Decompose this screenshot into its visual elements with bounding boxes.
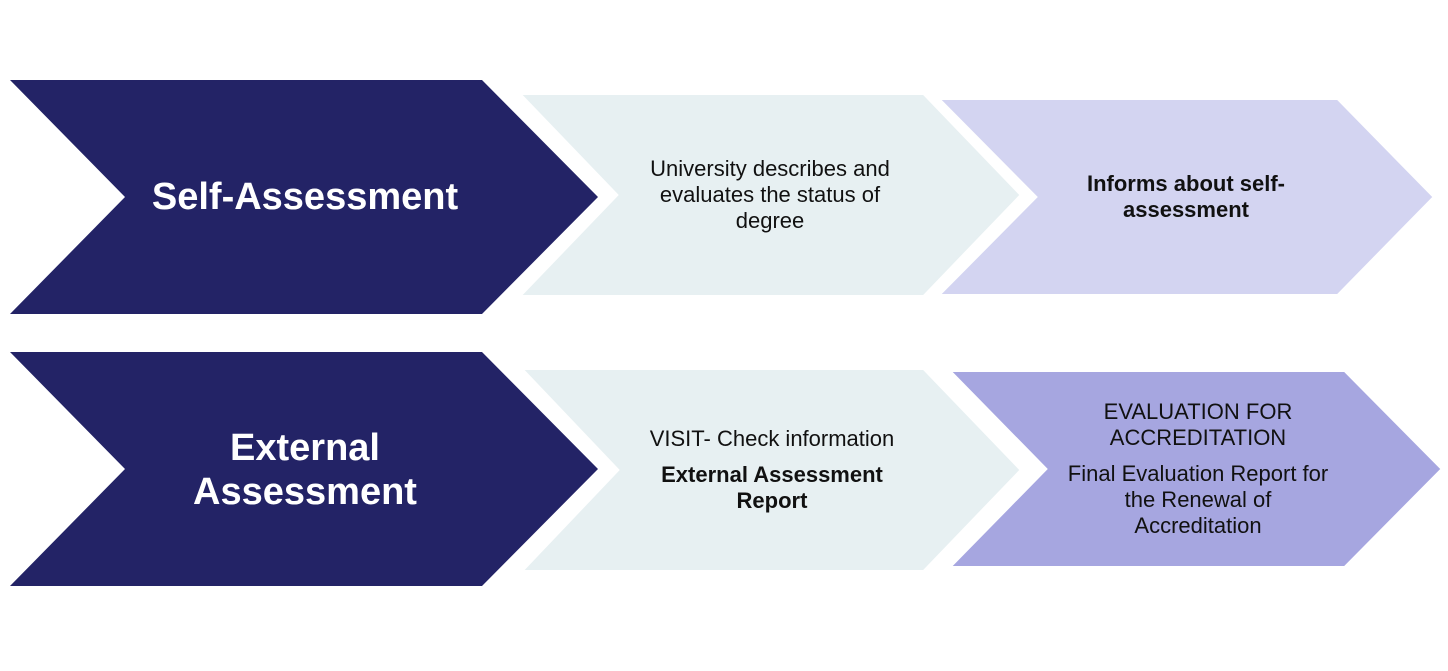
- external-assessment-label: External Assessment: [125, 415, 485, 525]
- external-assessment-title-line1: External: [230, 427, 380, 469]
- self-assessment-description: University describes and evaluates the s…: [628, 140, 912, 250]
- self-assessment-description-text: University describes and evaluates the s…: [650, 156, 890, 233]
- self-assessment-outcome: Informs about self-assessment: [1060, 150, 1312, 244]
- final-evaluation-report-text: Final Evaluation Report for the Renewal …: [1067, 461, 1329, 538]
- external-assessment-title-line2: Assessment: [193, 471, 417, 513]
- external-assessment-chevron: [10, 352, 598, 586]
- self-assessment-label: Self-Assessment: [125, 150, 485, 244]
- self-assessment-description-chevron: [513, 91, 1025, 299]
- visit-check-information-text: VISIT- Check information: [649, 426, 895, 451]
- external-assessment-description-chevron: [515, 366, 1025, 574]
- evaluation-for-accreditation-text: EVALUATION FOR ACCREDITATION: [1103, 399, 1293, 450]
- self-assessment-title: Self-Assessment: [151, 176, 459, 218]
- external-assessment-outcome: EVALUATION FOR ACCREDITATION Final Evalu…: [1060, 393, 1336, 545]
- self-assessment-chevron: [10, 80, 598, 314]
- external-assessment-outcome-chevron: [943, 368, 1446, 570]
- external-assessment-report-text: External Assessment Report: [661, 462, 883, 513]
- external-assessment-description: VISIT- Check information External Assess…: [628, 412, 916, 528]
- self-assessment-outcome-text: Informs about self-assessment: [1086, 171, 1285, 222]
- self-assessment-outcome-chevron: [932, 96, 1438, 298]
